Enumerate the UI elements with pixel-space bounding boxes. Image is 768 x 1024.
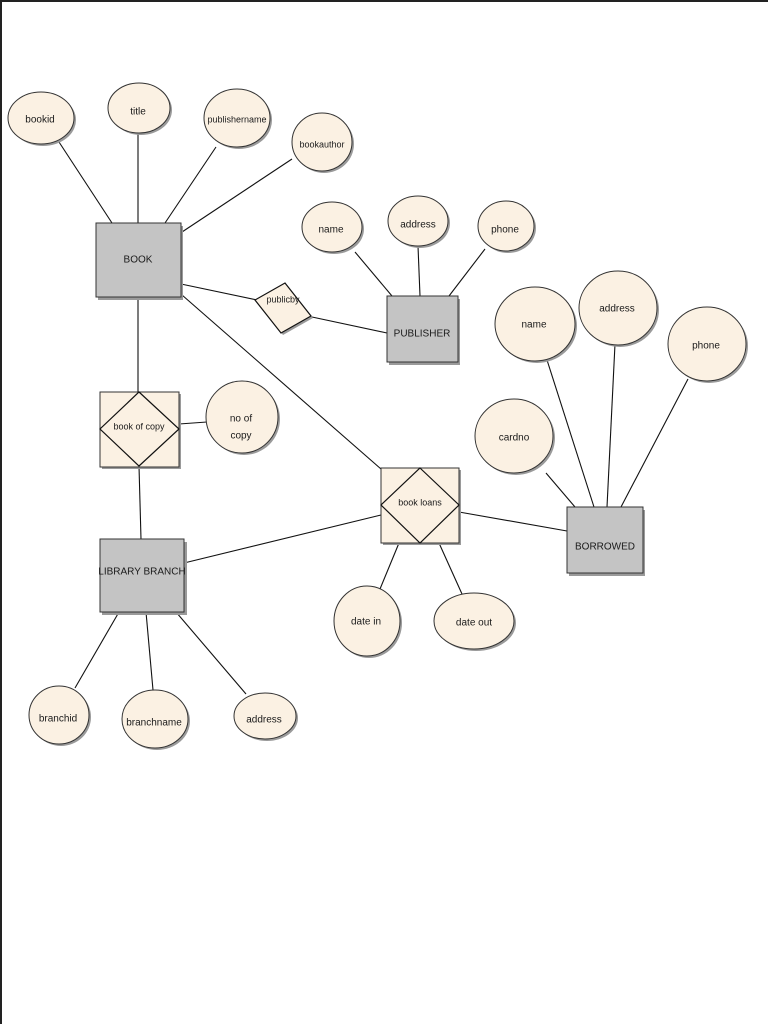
attribute-branch-address[interactable]: address [233, 692, 298, 741]
attribute-borrowed-phone-label: phone [692, 341, 720, 352]
relationship-book-loans[interactable]: book loans [380, 467, 461, 545]
connector-line [354, 251, 393, 297]
relationship-book-of-copy-label: book of copy [113, 421, 165, 431]
relationship-book-of-copy[interactable]: book of copy [99, 391, 181, 469]
attribute-branchname-label: branchname [126, 718, 182, 729]
attribute-bookid-label: bookid [25, 115, 54, 126]
connector-line [545, 472, 576, 508]
connector-line [181, 294, 382, 470]
connector-line [448, 248, 486, 297]
attribute-publisher-address[interactable]: address [387, 195, 450, 248]
attribute-cardno[interactable]: cardno [474, 398, 555, 475]
connector-line [181, 158, 293, 233]
entity-borrowed-label: BORROWED [575, 542, 635, 553]
connector-lines [58, 133, 689, 695]
connector-line [606, 343, 616, 508]
attribute-publisher-phone-label: phone [491, 225, 519, 236]
attribute-publishername-label: publishername [207, 114, 266, 124]
attribute-branchid-label: branchid [39, 714, 77, 725]
connector-line [379, 542, 400, 590]
connector-line [175, 611, 247, 695]
connector-line [183, 514, 382, 564]
connector-line [438, 542, 463, 595]
attribute-bookauthor-label: bookauthor [299, 139, 344, 149]
attribute-borrowed-name[interactable]: name [494, 286, 577, 363]
attribute-date-out-label: date out [456, 618, 492, 629]
attribute-title[interactable]: title [107, 82, 172, 135]
relationship-publicby[interactable]: publicby [254, 282, 313, 335]
attribute-bookid[interactable]: bookid [7, 91, 76, 146]
relationship-book-loans-label: book loans [398, 497, 442, 507]
attribute-cardno-label: cardno [499, 433, 530, 444]
attribute-no-of-copy[interactable]: no of copy [205, 380, 280, 455]
connector-line [311, 316, 388, 334]
attribute-branchid[interactable]: branchid [28, 685, 91, 746]
connector-line [180, 283, 258, 301]
attribute-date-in[interactable]: date in [333, 585, 402, 658]
connector-line [138, 465, 142, 540]
entity-publisher-label: PUBLISHER [394, 329, 451, 340]
relationship-publicby-label: publicby [266, 294, 300, 304]
attribute-date-in-label: date in [351, 617, 381, 628]
attribute-bookauthor[interactable]: bookauthor [291, 112, 354, 173]
attribute-publisher-name[interactable]: name [301, 201, 364, 254]
connector-line [145, 611, 154, 691]
attribute-publisher-phone[interactable]: phone [477, 200, 536, 253]
attribute-borrowed-address-label: address [599, 304, 635, 315]
entity-library-branch[interactable]: LIBRARY BRANCH [98, 538, 187, 615]
attribute-borrowed-address[interactable]: address [578, 270, 659, 347]
entity-publisher[interactable]: PUBLISHER [386, 295, 460, 365]
connector-line [546, 359, 595, 508]
attribute-date-out[interactable]: date out [433, 592, 516, 651]
attribute-title-label: title [130, 107, 146, 118]
attribute-no-of-copy-line1: no of [230, 414, 252, 425]
connector-line [74, 611, 120, 689]
entity-book-label: BOOK [124, 255, 153, 266]
entity-borrowed[interactable]: BORROWED [566, 506, 645, 576]
entity-book[interactable]: BOOK [95, 222, 183, 300]
connector-line [458, 511, 568, 532]
connector-line [164, 146, 217, 224]
attribute-publisher-name-label: name [318, 225, 343, 236]
attribute-publishername[interactable]: publishername [203, 88, 272, 149]
attribute-publisher-address-label: address [400, 220, 436, 231]
connector-line [58, 141, 113, 224]
attribute-branchname[interactable]: branchname [121, 689, 190, 750]
attribute-branch-address-label: address [246, 715, 282, 726]
connector-line [178, 421, 208, 425]
attribute-borrowed-phone[interactable]: phone [667, 306, 748, 383]
attribute-borrowed-name-label: name [521, 320, 546, 331]
entity-library-branch-label: LIBRARY BRANCH [98, 567, 185, 578]
attribute-no-of-copy-line2: copy [230, 431, 251, 442]
connector-line [417, 245, 421, 297]
connector-line [620, 378, 689, 508]
